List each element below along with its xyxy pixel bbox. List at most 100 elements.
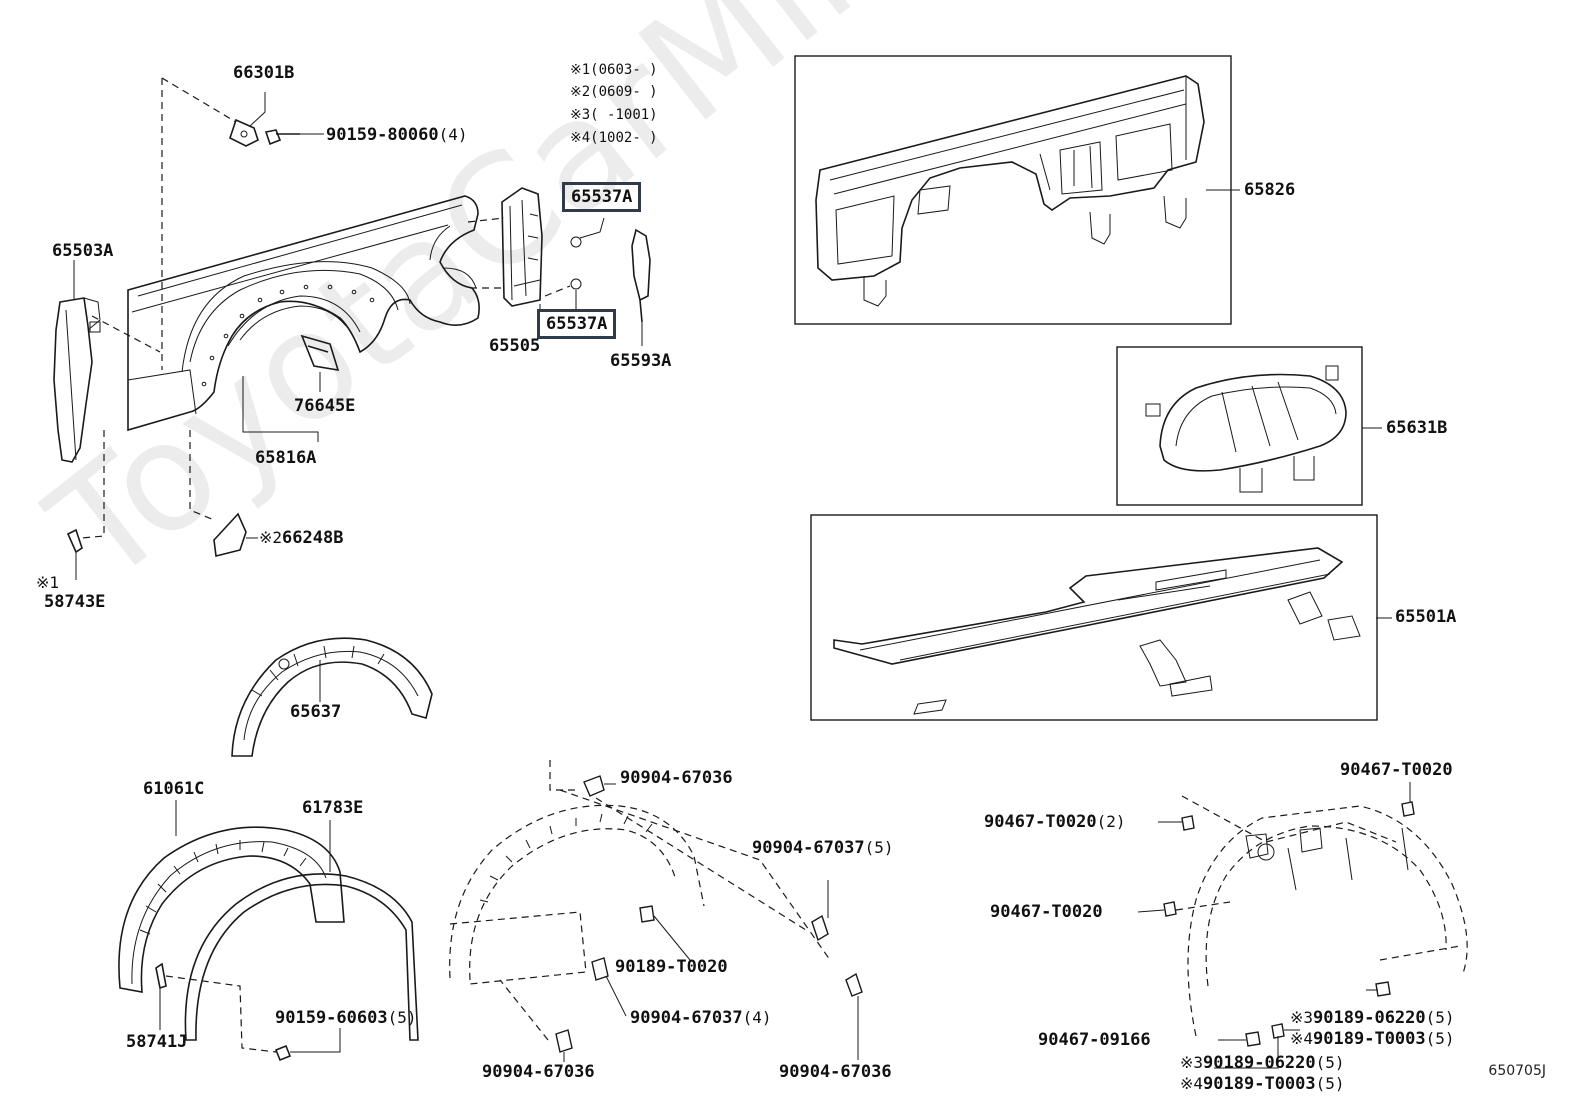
label-66301b[interactable]: 66301B [233,63,295,83]
note-4: ※4(1002- ) [570,129,658,147]
note-2-mark: ※2 [570,84,591,100]
crossmember-65501a-shape [833,547,1361,715]
liner-middle-shape [449,760,831,1041]
label-90467-09166[interactable]: 90467-09166 [1038,1030,1151,1050]
label-65537a-upper[interactable]: 65537A [562,182,642,212]
label-65816a[interactable]: 65816A [255,448,317,468]
label-90189-t0003-a-qty: (5) [1425,1029,1455,1048]
label-90467-t0020-mid[interactable]: 90467-T0020 [990,902,1103,922]
label-65631b[interactable]: 65631B [1386,418,1448,438]
label-90159-80060[interactable]: 90159-80060(4) [326,125,468,145]
label-76645e[interactable]: 76645E [294,396,356,416]
label-65637[interactable]: 65637 [290,702,342,722]
label-90159-60603-number: 90159-60603 [275,1008,388,1028]
mark-58743e: ※1 [36,573,60,592]
mark-90189-06220-a: ※3 [1290,1008,1314,1027]
clip-65537a-upper [570,236,582,248]
hook-66301b-shape [229,118,300,147]
clips-right [1163,801,1415,1047]
label-90189-06220-b[interactable]: ※390189-06220(5) [1180,1053,1345,1073]
liner-right-shape [1175,795,1468,1037]
label-90904-67037-right[interactable]: 90904-67037(5) [752,838,894,858]
label-90467-t0020-left-qty: (2) [1096,812,1126,831]
bracket-76645e-shape [300,334,340,372]
leaders-middle [563,783,859,1062]
note-1-range: (0603- ) [590,62,658,78]
note-3: ※3( -1001) [570,106,658,124]
label-90189-06220-b-number: 90189-06220 [1203,1053,1316,1073]
label-90904-67036-bottom-left[interactable]: 90904-67036 [482,1062,595,1082]
diagram-code: 650705J [1488,1063,1546,1079]
note-3-range: ( -1001) [590,107,658,123]
label-90189-t0003-a-number: 90189-T0003 [1313,1029,1426,1049]
label-66248b-mark: ※2 [259,528,283,547]
label-90904-67037-lower[interactable]: 90904-67037(4) [630,1008,772,1028]
clips-middle [555,775,863,1053]
label-65826[interactable]: 65826 [1244,180,1296,200]
label-65503a[interactable]: 65503A [52,241,114,261]
label-65593a[interactable]: 65593A [610,351,672,371]
label-61783e[interactable]: 61783E [302,798,364,818]
flare-61061c-shape [118,826,345,993]
box-65826 [794,55,1232,325]
label-90189-06220-b-qty: (5) [1315,1053,1345,1072]
box-65631b [1116,346,1363,506]
note-2: ※2(0609- ) [570,83,658,101]
note-3-mark: ※3 [570,107,591,123]
label-90189-t0003-b[interactable]: ※490189-T0003(5) [1180,1074,1345,1094]
label-90189-t0003-b-qty: (5) [1315,1074,1345,1093]
clip-58741j-shape [155,962,167,990]
leaders-top-left [73,77,643,580]
label-90189-06220-a-qty: (5) [1425,1008,1455,1027]
panel-65505-shape [501,187,543,307]
strip-65593a-shape [631,228,651,323]
label-90189-06220-a[interactable]: ※390189-06220(5) [1290,1008,1455,1028]
label-65537a-lower[interactable]: 65537A [537,309,617,339]
label-90159-60603-qty: (5) [387,1008,417,1027]
note-1: ※1(0603- ) [570,61,658,79]
label-90904-67037-right-number: 90904-67037 [752,838,865,858]
mark-90189-06220-b: ※3 [1180,1053,1204,1072]
label-65505[interactable]: 65505 [489,336,541,356]
label-90159-60603[interactable]: 90159-60603(5) [275,1008,417,1028]
box-65501a [810,514,1378,721]
label-90189-t0003-a[interactable]: ※490189-T0003(5) [1290,1029,1455,1049]
clip-58743e-shape [66,528,83,554]
label-61061c[interactable]: 61061C [143,779,205,799]
label-90189-06220-a-number: 90189-06220 [1313,1008,1426,1028]
liner-65637-shape [231,637,433,757]
label-58743e[interactable]: 58743E [44,592,106,612]
mark-90189-t0003-a: ※4 [1290,1029,1314,1048]
front-panel-65826-shape [815,75,1205,307]
label-90159-80060-qty: (4) [438,125,468,144]
label-90904-67036-top[interactable]: 90904-67036 [620,768,733,788]
label-90159-80060-number: 90159-80060 [326,125,439,145]
label-90189-t0003-b-number: 90189-T0003 [1203,1074,1316,1094]
bed-side-panel [127,195,480,432]
leaders-right [1137,782,1411,1069]
leaders-flare [159,800,341,1053]
note-4-range: (1002- ) [590,130,658,146]
screw-90159-60603-shape [274,1044,292,1062]
mark-90189-t0003-b: ※4 [1180,1074,1204,1093]
label-90904-67037-lower-number: 90904-67037 [630,1008,743,1028]
note-1-mark: ※1 [570,62,591,78]
label-90189-t0020[interactable]: 90189-T0020 [615,957,728,977]
label-65501a[interactable]: 65501A [1395,607,1457,627]
label-58741j[interactable]: 58741J [126,1032,188,1052]
label-90467-t0020-left[interactable]: 90467-T0020(2) [984,812,1126,832]
label-90904-67037-right-qty: (5) [864,838,894,857]
label-66248b-number: 66248B [282,528,344,548]
moulding-61783e-shape [184,873,419,1041]
flap-66248b-shape [213,512,247,557]
label-90904-67037-lower-qty: (4) [742,1008,772,1027]
label-66248b[interactable]: ※266248B [259,528,343,548]
note-4-mark: ※4 [570,130,591,146]
clip-65537a-lower [570,278,582,290]
label-90904-67036-bottom-right[interactable]: 90904-67036 [779,1062,892,1082]
label-90467-t0020-top[interactable]: 90467-T0020 [1340,760,1453,780]
wheelhouse-65631b-shape [1145,365,1347,493]
label-90467-t0020-left-number: 90467-T0020 [984,812,1097,832]
note-2-range: (0609- ) [590,84,658,100]
